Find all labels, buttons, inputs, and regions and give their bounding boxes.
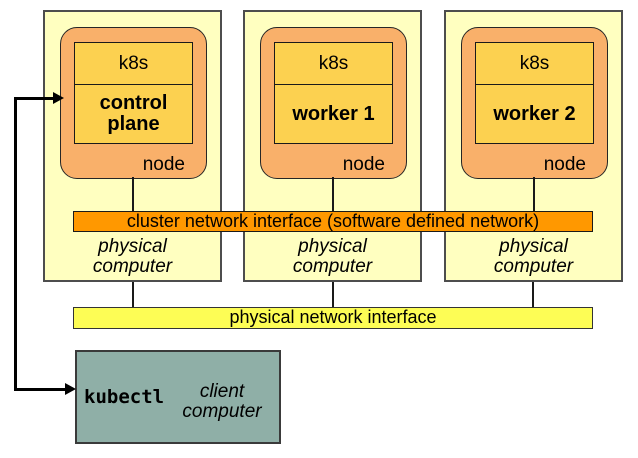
machine-to-physical-network-connector xyxy=(532,282,534,308)
client-computer-box: kubectl client computer xyxy=(75,350,281,444)
k8s-box-worker-1: k8s worker 1 xyxy=(274,42,393,144)
node-to-cluster-connector xyxy=(331,177,334,213)
physical-computer-box-worker-1: k8s worker 1 node physical computer xyxy=(243,10,422,282)
node-box-worker-1: k8s worker 1 node xyxy=(260,27,407,179)
kubectl-to-control-plane-arrow-vertical xyxy=(14,97,17,391)
kubectl-label: kubectl xyxy=(84,386,165,408)
machine-to-physical-network-connector xyxy=(132,282,134,308)
cluster-network-interface-bar: cluster network interface (software defi… xyxy=(73,211,593,232)
node-label: node xyxy=(342,154,385,175)
node-label: node xyxy=(142,154,185,175)
role-label-worker-1: worker 1 xyxy=(292,102,375,125)
physical-computer-label: physical computer xyxy=(493,236,574,277)
physical-computer-box-control-plane: k8s control plane node physical computer xyxy=(43,10,222,282)
node-label: node xyxy=(543,154,586,175)
physical-computer-label: physical computer xyxy=(292,236,373,277)
arrowhead-control-plane-icon xyxy=(53,92,64,104)
node-to-cluster-connector xyxy=(532,177,535,213)
role-label-worker-2: worker 2 xyxy=(493,102,576,125)
machine-to-physical-network-connector xyxy=(332,282,334,308)
arrowhead-kubectl-icon xyxy=(65,383,76,395)
role-label-control-plane: control plane xyxy=(99,92,168,135)
k8s-box-worker-2: k8s worker 2 xyxy=(475,42,594,144)
node-box-worker-2: k8s worker 2 node xyxy=(461,27,608,179)
kubectl-to-control-plane-arrow-bottom xyxy=(14,388,66,391)
k8s-label: k8s xyxy=(275,43,392,85)
kubectl-to-control-plane-arrow-top xyxy=(14,97,54,100)
physical-computer-label: physical computer xyxy=(92,236,173,277)
client-computer-label: client computer xyxy=(182,381,262,422)
physical-computer-box-worker-2: k8s worker 2 node physical computer xyxy=(444,10,623,282)
node-box-control-plane: k8s control plane node xyxy=(60,27,207,179)
k8s-label: k8s xyxy=(476,43,593,85)
physical-network-interface-bar: physical network interface xyxy=(73,307,593,329)
node-to-cluster-connector xyxy=(131,177,134,213)
k8s-label: k8s xyxy=(75,43,192,85)
k8s-box-control-plane: k8s control plane xyxy=(74,42,193,144)
